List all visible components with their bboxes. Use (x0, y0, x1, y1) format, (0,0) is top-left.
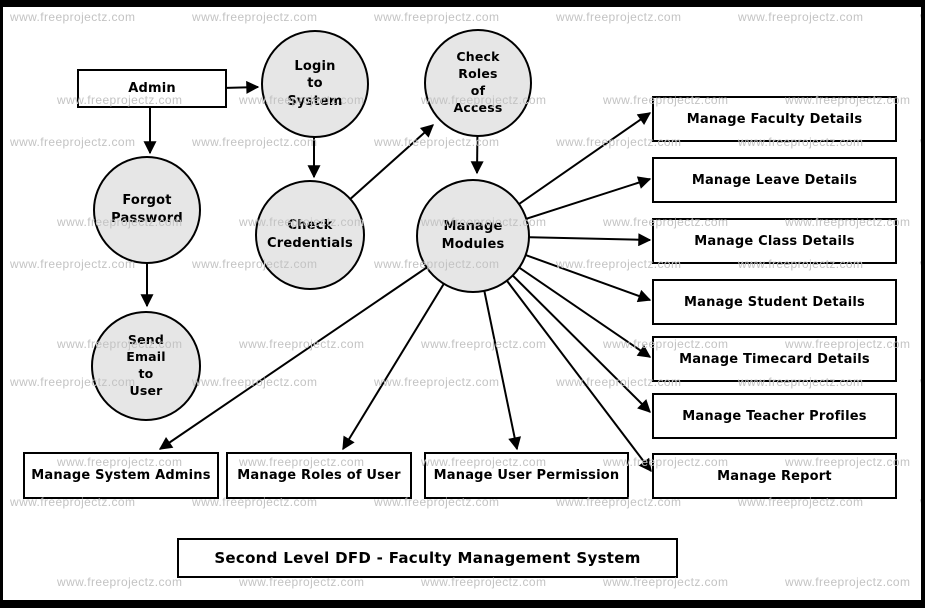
store-manage-report: Manage Report (652, 453, 897, 499)
frame-bottom (0, 600, 925, 608)
frame-right (921, 0, 925, 608)
entity-admin: Admin (77, 69, 227, 108)
process-login-to-system: Login to System (261, 30, 369, 138)
process-forgot-password: Forgot Password (93, 156, 201, 264)
arrow-admin-login (221, 80, 260, 94)
store-manage-roles-of-user: Manage Roles of User (226, 452, 412, 499)
process-check-credentials: Check Credentials (255, 180, 365, 290)
store-manage-class-details: Manage Class Details (652, 218, 897, 264)
store-manage-teacher-profiles: Manage Teacher Profiles (652, 393, 897, 439)
frame-left (0, 0, 3, 608)
store-manage-student-details: Manage Student Details (652, 279, 897, 325)
frame-top (0, 0, 925, 7)
process-check-roles-of-access: Check Roles of Access (424, 29, 532, 137)
process-send-email-to-user: Send Email to User (91, 311, 201, 421)
store-manage-timecard-details: Manage Timecard Details (652, 336, 897, 382)
process-manage-modules: Manage Modules (416, 179, 530, 293)
store-manage-user-permission: Manage User Permission (424, 452, 629, 499)
arrow-modules-system-admins (158, 235, 474, 450)
store-manage-faculty-details: Manage Faculty Details (652, 96, 897, 142)
diagram-title: Second Level DFD - Faculty Management Sy… (177, 538, 678, 578)
store-manage-system-admins: Manage System Admins (23, 452, 219, 499)
store-manage-leave-details: Manage Leave Details (652, 157, 897, 203)
